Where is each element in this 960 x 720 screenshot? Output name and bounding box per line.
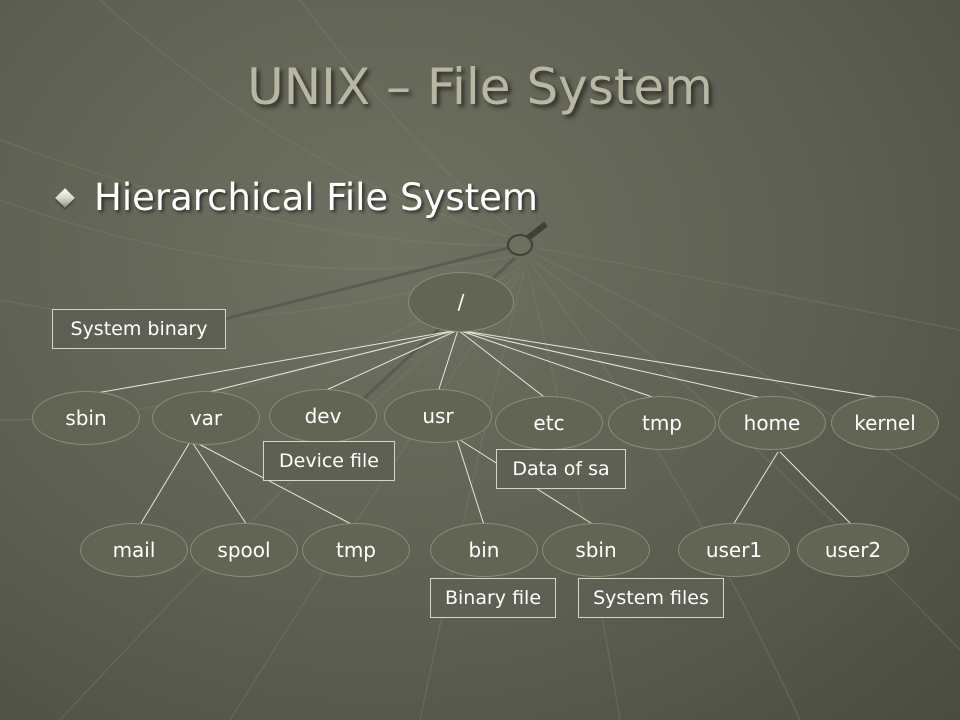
edge-root-var [204,329,459,394]
node-usr-sbin: sbin [542,523,650,577]
edge-var-mail [139,441,191,526]
edge-root-sbin [84,329,459,396]
slide-title: UNIX – File System [247,58,713,116]
note-data-of-sa: Data of sa [496,449,626,489]
edge-usr-bin [456,439,485,526]
node-home: home [718,396,826,450]
node-user1: user1 [678,523,790,577]
edge-root-dev [321,329,459,393]
pivot-device [507,221,548,256]
edge-root-tmp [457,329,662,401]
node-kernel: kernel [831,396,939,450]
node-tmp: tmp [608,396,716,450]
node-spool: spool [190,523,298,577]
node-dev: dev [269,389,377,443]
node-bin: bin [430,523,538,577]
bullet-item: Hierarchical File System [55,176,538,219]
node-root: / [408,272,514,332]
node-usr: usr [384,389,492,443]
edge-var-spool [191,441,248,526]
note-system-binary: System binary [52,309,226,349]
note-device-file: Device file [263,441,395,481]
edge-home-user1 [732,451,779,526]
edge-root-kernel [457,329,885,399]
note-system-files: System files [578,578,724,618]
node-user2: user2 [797,523,909,577]
edge-home-user2 [779,451,853,526]
node-var: var [152,391,260,445]
node-mail: mail [80,523,188,577]
node-var-tmp: tmp [302,523,410,577]
node-sbin: sbin [32,391,140,445]
edge-root-home [457,329,772,401]
edge-var-tmp [194,441,354,526]
node-etc: etc [495,396,603,450]
note-binary-file: Binary file [430,578,556,618]
edge-root-usr [437,329,459,393]
edge-root-etc [457,329,549,401]
bullet-text: Hierarchical File System [94,176,538,219]
